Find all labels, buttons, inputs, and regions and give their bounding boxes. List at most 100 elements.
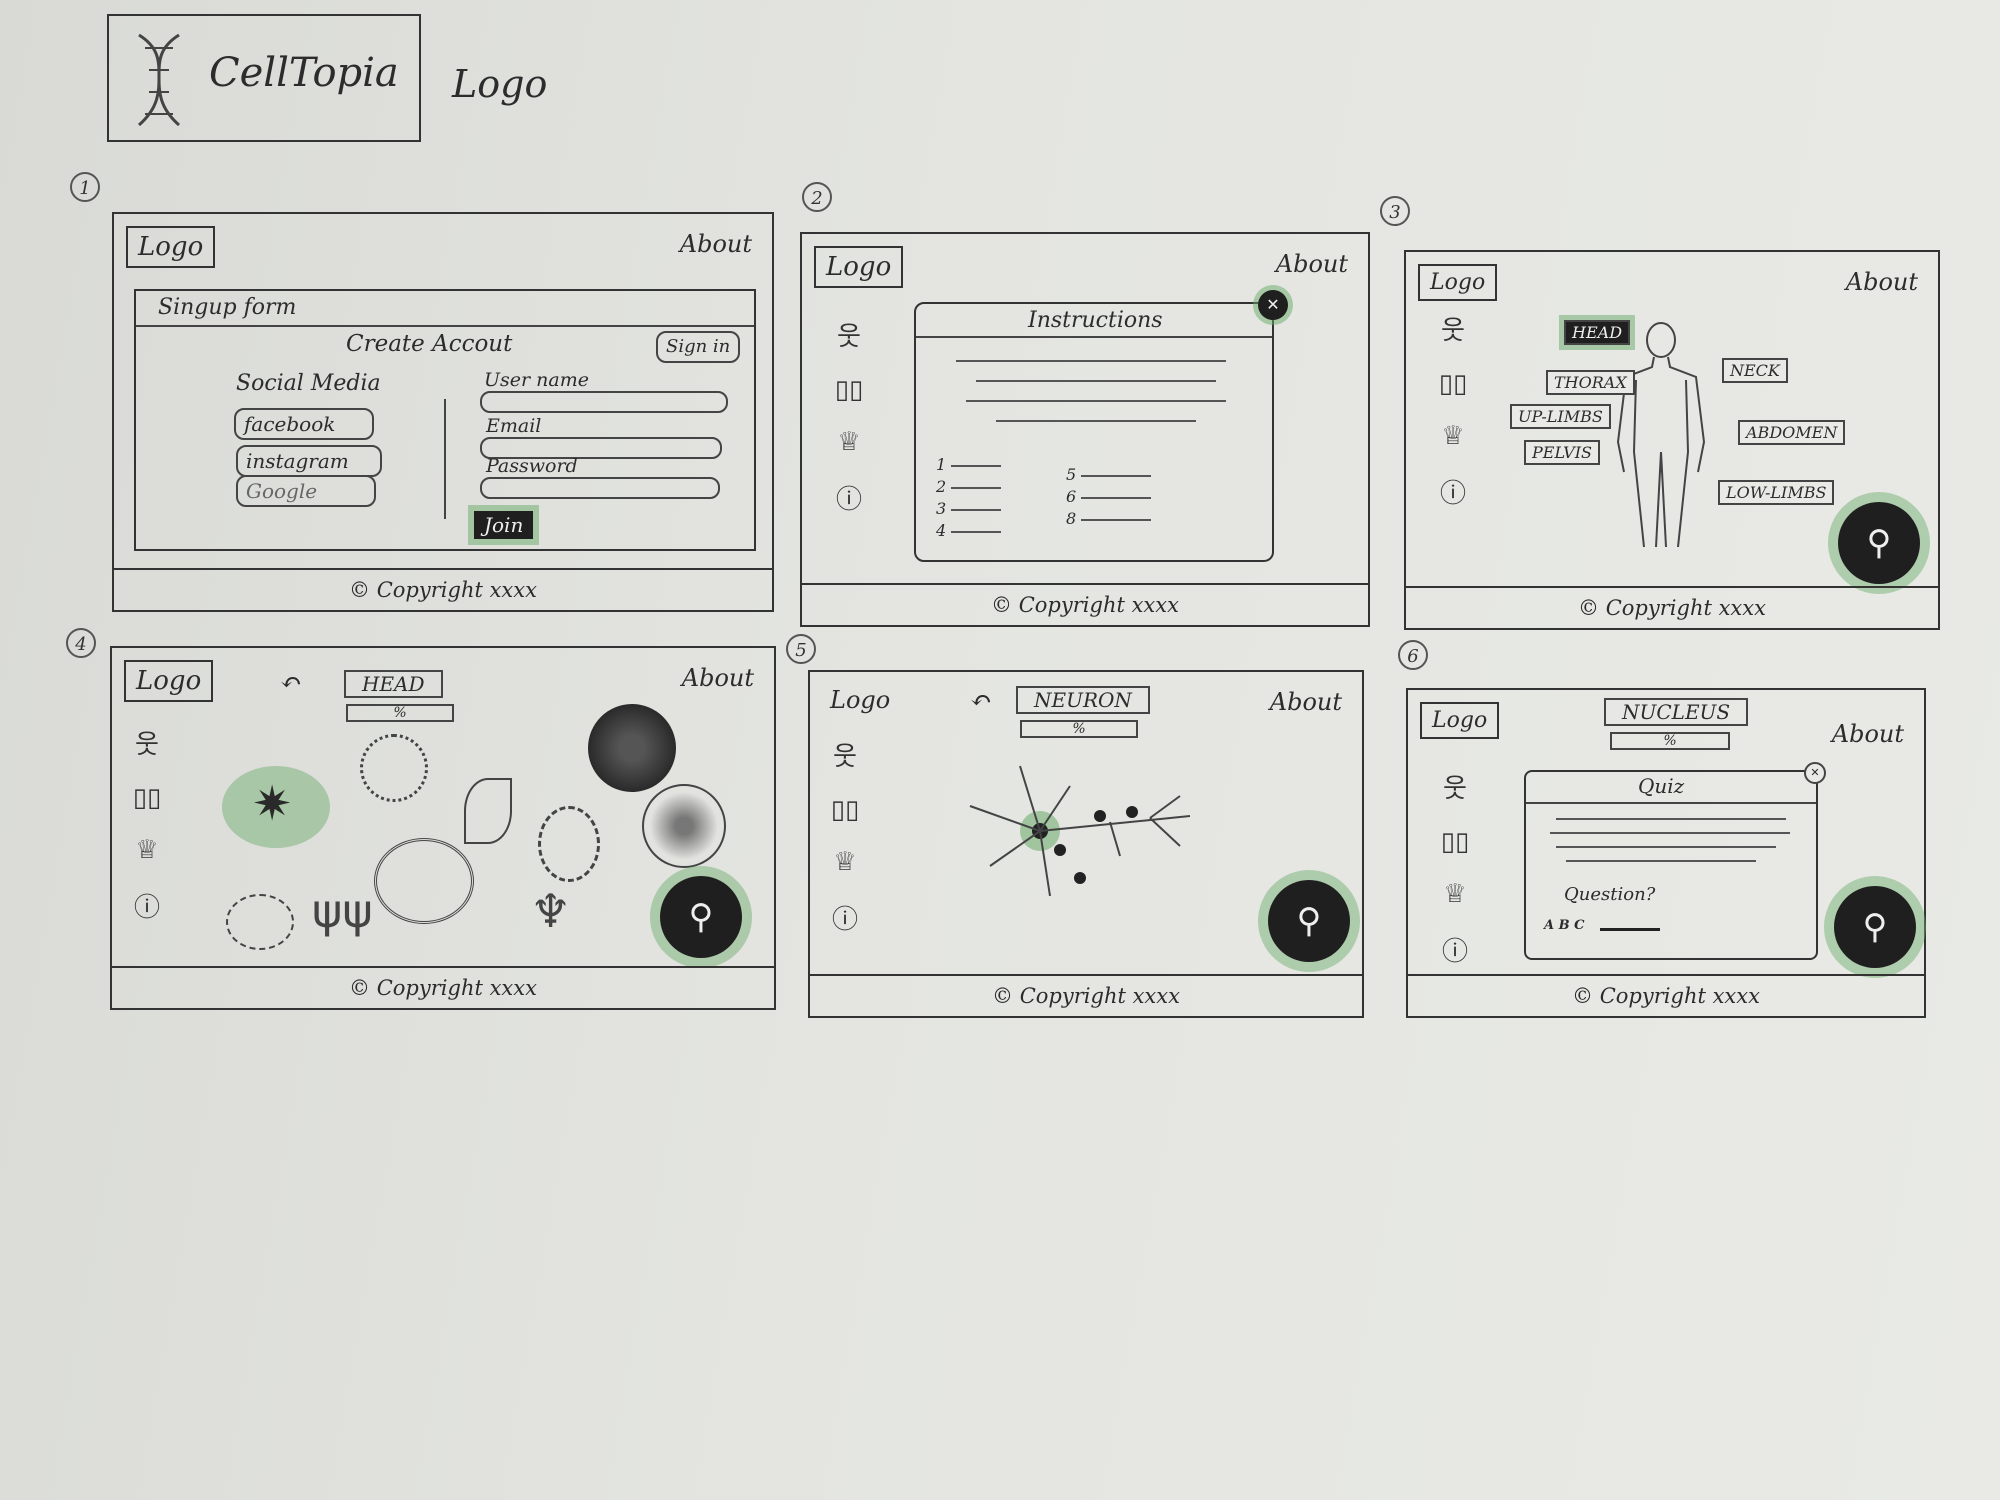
cell-sunflower-icon[interactable] bbox=[360, 734, 428, 802]
person-icon[interactable]: 웃 bbox=[837, 322, 861, 352]
body-label-head[interactable]: HEAD bbox=[1564, 320, 1631, 345]
list-item: 5 bbox=[1066, 464, 1152, 486]
logo-button[interactable]: Logo bbox=[814, 246, 904, 288]
quiz-answer-line bbox=[1600, 928, 1660, 931]
microscope-icon[interactable]: ⚲ bbox=[660, 876, 742, 958]
book-icon[interactable]: ▯▯ bbox=[1438, 369, 1468, 399]
text-line bbox=[996, 420, 1196, 422]
trophy-icon[interactable]: ♕ bbox=[1443, 879, 1467, 909]
close-icon[interactable]: ✕ bbox=[1804, 762, 1826, 784]
email-label: Email bbox=[486, 415, 542, 437]
book-icon[interactable]: ▯▯ bbox=[132, 783, 162, 813]
brand-name: CellTopia bbox=[209, 50, 399, 96]
breadcrumb: NUCLEUS bbox=[1604, 698, 1749, 726]
info-icon[interactable]: ⓘ bbox=[835, 485, 862, 515]
sidebar: 웃 ▯▯ ♕ ⓘ bbox=[132, 724, 162, 924]
sidebar: 웃 ▯▯ ♕ ⓘ bbox=[834, 316, 864, 516]
back-arrow-icon[interactable]: ↶ bbox=[970, 686, 992, 716]
cell-tree-icon[interactable]: ♆ bbox=[530, 884, 572, 938]
cell-neuron-icon[interactable]: ✷ bbox=[252, 776, 293, 832]
about-link[interactable]: About bbox=[1275, 250, 1348, 278]
list-item: 6 bbox=[1066, 486, 1152, 508]
body-label-neck[interactable]: NECK bbox=[1722, 358, 1788, 383]
form-title-divider bbox=[136, 325, 754, 327]
trophy-icon[interactable]: ♕ bbox=[1441, 421, 1465, 451]
microscope-icon[interactable]: ⚲ bbox=[1268, 880, 1350, 962]
about-link[interactable]: About bbox=[1831, 720, 1904, 748]
logo-button[interactable]: Logo bbox=[830, 686, 891, 714]
breadcrumb: NEURON bbox=[1016, 686, 1150, 714]
sign-in-button[interactable]: Sign in bbox=[656, 331, 741, 363]
body-label-up-limbs[interactable]: UP-LIMBS bbox=[1510, 404, 1611, 429]
back-arrow-icon[interactable]: ↶ bbox=[280, 668, 302, 698]
breadcrumb: HEAD bbox=[344, 670, 443, 698]
cell-leaf-icon[interactable] bbox=[464, 778, 512, 844]
brand-logo-caption: Logo bbox=[452, 62, 548, 106]
cell-radial-icon[interactable] bbox=[642, 784, 726, 868]
person-icon[interactable]: 웃 bbox=[135, 730, 159, 760]
person-icon[interactable]: 웃 bbox=[1441, 316, 1465, 346]
about-link[interactable]: About bbox=[1845, 268, 1918, 296]
info-icon[interactable]: ⓘ bbox=[133, 893, 160, 923]
book-icon[interactable]: ▯▯ bbox=[830, 795, 860, 825]
logo-button[interactable]: Logo bbox=[1420, 702, 1500, 739]
brand-logo-box: CellTopia bbox=[107, 14, 421, 142]
dna-icon bbox=[138, 33, 180, 127]
body-label-low-limbs[interactable]: LOW-LIMBS bbox=[1718, 480, 1835, 505]
trophy-icon[interactable]: ♕ bbox=[135, 835, 159, 865]
instructions-title-divider bbox=[916, 336, 1272, 338]
text-line bbox=[1556, 846, 1776, 848]
about-link[interactable]: About bbox=[679, 230, 752, 258]
body-label-abdomen[interactable]: ABDOMEN bbox=[1738, 420, 1846, 445]
about-link[interactable]: About bbox=[1269, 688, 1342, 716]
info-icon[interactable]: ⓘ bbox=[1439, 479, 1466, 509]
quiz-title: Quiz bbox=[1638, 774, 1685, 798]
microscope-icon[interactable]: ⚲ bbox=[1838, 502, 1920, 584]
person-icon[interactable]: 웃 bbox=[833, 742, 857, 772]
cell-grass-icon[interactable]: ψψ bbox=[312, 884, 373, 938]
book-icon[interactable]: ▯▯ bbox=[834, 375, 864, 405]
close-icon[interactable]: ✕ bbox=[1258, 290, 1288, 320]
cell-spiked-icon[interactable] bbox=[538, 806, 600, 882]
about-link[interactable]: About bbox=[681, 664, 754, 692]
cell-oval-icon[interactable] bbox=[374, 838, 474, 924]
join-button[interactable]: Join bbox=[474, 511, 534, 539]
facebook-button[interactable]: facebook bbox=[234, 408, 374, 440]
microscope-icon[interactable]: ⚲ bbox=[1834, 886, 1916, 968]
cell-neuron-highlight[interactable] bbox=[222, 766, 330, 848]
person-icon[interactable]: 웃 bbox=[1443, 774, 1467, 804]
body-label-thorax[interactable]: THORAX bbox=[1546, 370, 1635, 395]
frame-neuron: Logo About ↶ NEURON % 웃 ▯▯ ♕ ⓘ ⚲ © Copyr… bbox=[808, 670, 1364, 1018]
logo-button[interactable]: Logo bbox=[126, 226, 216, 268]
footer-copyright: © Copyright xxxx bbox=[802, 583, 1368, 625]
logo-button[interactable]: Logo bbox=[1418, 264, 1498, 301]
trophy-icon[interactable]: ♕ bbox=[837, 427, 861, 457]
cell-flower-icon[interactable] bbox=[226, 894, 294, 950]
frame-number: 3 bbox=[1380, 196, 1410, 226]
trophy-icon[interactable]: ♕ bbox=[833, 847, 857, 877]
cell-textured-icon[interactable] bbox=[588, 704, 676, 792]
quiz-options[interactable]: A B C bbox=[1544, 918, 1585, 933]
human-body-figure bbox=[1616, 322, 1706, 548]
quiz-title-divider bbox=[1526, 802, 1816, 804]
username-label: User name bbox=[484, 369, 589, 391]
instagram-button[interactable]: instagram bbox=[236, 445, 382, 477]
frame-number: 6 bbox=[1398, 640, 1428, 670]
instructions-list-right: 5 6 8 bbox=[1066, 464, 1152, 530]
frame-number: 1 bbox=[70, 172, 100, 202]
frame-number: 5 bbox=[786, 634, 816, 664]
username-field[interactable] bbox=[480, 391, 728, 413]
password-label: Password bbox=[486, 455, 578, 477]
password-field[interactable] bbox=[480, 477, 720, 499]
instructions-panel: Instructions ✕ 1 2 3 4 5 6 8 bbox=[914, 290, 1288, 562]
logo-button[interactable]: Logo bbox=[124, 660, 214, 702]
google-button[interactable]: Google bbox=[236, 475, 376, 507]
book-icon[interactable]: ▯▯ bbox=[1440, 827, 1470, 857]
email-field[interactable] bbox=[480, 437, 722, 459]
info-icon[interactable]: ⓘ bbox=[1441, 937, 1468, 967]
sidebar: 웃 ▯▯ ♕ ⓘ bbox=[1440, 768, 1470, 968]
body-label-pelvis[interactable]: PELVIS bbox=[1524, 440, 1601, 465]
frame-number: 2 bbox=[802, 182, 832, 212]
footer-copyright: © Copyright xxxx bbox=[1406, 586, 1938, 628]
info-icon[interactable]: ⓘ bbox=[831, 905, 858, 935]
